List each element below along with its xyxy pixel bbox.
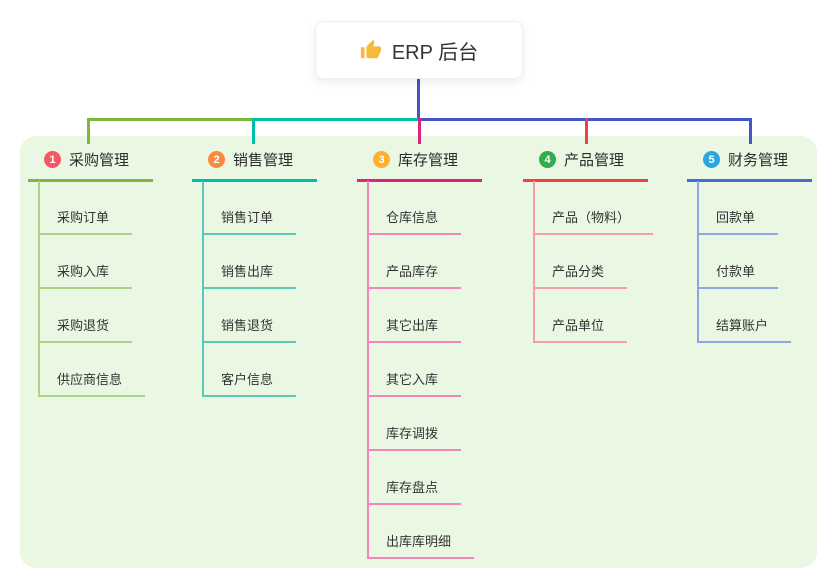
node-item[interactable]: 产品分类 (535, 235, 653, 289)
branch-node-finance[interactable]: 5 财务管理 (687, 143, 813, 182)
connector-drop-branch-3 (418, 118, 421, 144)
item-label: 产品库存 (369, 261, 462, 289)
node-item[interactable]: 仓库信息 (369, 181, 474, 235)
item-label: 销售退货 (204, 315, 297, 343)
branch-node-inventory[interactable]: 3 库存管理 (357, 143, 483, 182)
node-item[interactable]: 其它入库 (369, 343, 474, 397)
branch-1-label: 采购管理 (69, 152, 130, 169)
root-node[interactable]: ERP 后台 (315, 21, 523, 79)
connector-root-drop (417, 79, 420, 119)
branch-3-badge: 3 (373, 151, 390, 168)
node-item[interactable]: 供应商信息 (40, 343, 146, 397)
branch-3-label: 库存管理 (398, 152, 459, 169)
branch-2-items: 销售订单 销售出库 销售退货 客户信息 (202, 181, 297, 397)
node-item[interactable]: 付款单 (699, 235, 791, 289)
item-label: 付款单 (699, 261, 779, 289)
item-label: 其它出库 (369, 315, 462, 343)
node-item[interactable]: 销售退货 (204, 289, 297, 343)
branch-node-purchase[interactable]: 1 采购管理 (28, 143, 154, 182)
branch-2-label: 销售管理 (233, 152, 294, 169)
item-label: 出库库明细 (369, 531, 475, 559)
branch-5-label: 财务管理 (728, 152, 789, 169)
branch-5-badge: 5 (703, 151, 720, 168)
item-label: 销售出库 (204, 261, 297, 289)
branches-background-panel (20, 136, 817, 568)
node-item[interactable]: 结算账户 (699, 289, 792, 343)
item-label: 产品（物料） (535, 207, 654, 235)
node-item[interactable]: 回款单 (699, 181, 791, 235)
connector-drop-branch-1 (87, 118, 90, 144)
connector-bus-teal (252, 118, 418, 121)
node-item[interactable]: 出库库明细 (369, 505, 475, 559)
connector-drop-branch-5 (749, 118, 752, 144)
item-label: 采购退货 (40, 315, 133, 343)
branch-5-items: 回款单 付款单 结算账户 (697, 181, 792, 343)
branch-node-sales[interactable]: 2 销售管理 (192, 143, 318, 182)
branch-1-badge: 1 (44, 151, 61, 168)
node-item[interactable]: 客户信息 (204, 343, 297, 397)
node-item[interactable]: 库存调拨 (369, 397, 474, 451)
node-item[interactable]: 采购订单 (40, 181, 145, 235)
branch-3-items: 仓库信息 产品库存 其它出库 其它入库 库存调拨 库存盘点 出库库明细 (367, 181, 475, 559)
node-item[interactable]: 其它出库 (369, 289, 474, 343)
item-label: 销售订单 (204, 207, 297, 235)
item-label: 回款单 (699, 207, 779, 235)
node-item[interactable]: 销售出库 (204, 235, 297, 289)
item-label: 采购入库 (40, 261, 133, 289)
item-label: 其它入库 (369, 369, 462, 397)
node-item[interactable]: 产品（物料） (535, 181, 654, 235)
item-label: 采购订单 (40, 207, 133, 235)
thumbs-up-icon (360, 39, 382, 61)
branch-node-product[interactable]: 4 产品管理 (523, 143, 649, 182)
connector-drop-branch-2 (252, 118, 255, 144)
node-item[interactable]: 采购退货 (40, 289, 145, 343)
item-label: 仓库信息 (369, 207, 462, 235)
item-label: 库存盘点 (369, 477, 462, 505)
node-item[interactable]: 产品库存 (369, 235, 474, 289)
branch-4-items: 产品（物料） 产品分类 产品单位 (533, 181, 654, 343)
item-label: 库存调拨 (369, 423, 462, 451)
item-label: 客户信息 (204, 369, 297, 397)
root-label: ERP 后台 (391, 41, 479, 64)
branch-4-label: 产品管理 (564, 152, 625, 169)
item-label: 供应商信息 (40, 369, 146, 397)
node-item[interactable]: 采购入库 (40, 235, 145, 289)
item-label: 结算账户 (699, 315, 792, 343)
branch-2-badge: 2 (208, 151, 225, 168)
node-item[interactable]: 销售订单 (204, 181, 297, 235)
branch-4-badge: 4 (539, 151, 556, 168)
item-label: 产品单位 (535, 315, 628, 343)
item-label: 产品分类 (535, 261, 628, 289)
node-item[interactable]: 库存盘点 (369, 451, 474, 505)
node-item[interactable]: 产品单位 (535, 289, 653, 343)
connector-bus-green (87, 118, 252, 121)
connector-drop-branch-4 (585, 118, 588, 144)
branch-1-items: 采购订单 采购入库 采购退货 供应商信息 (38, 181, 146, 397)
